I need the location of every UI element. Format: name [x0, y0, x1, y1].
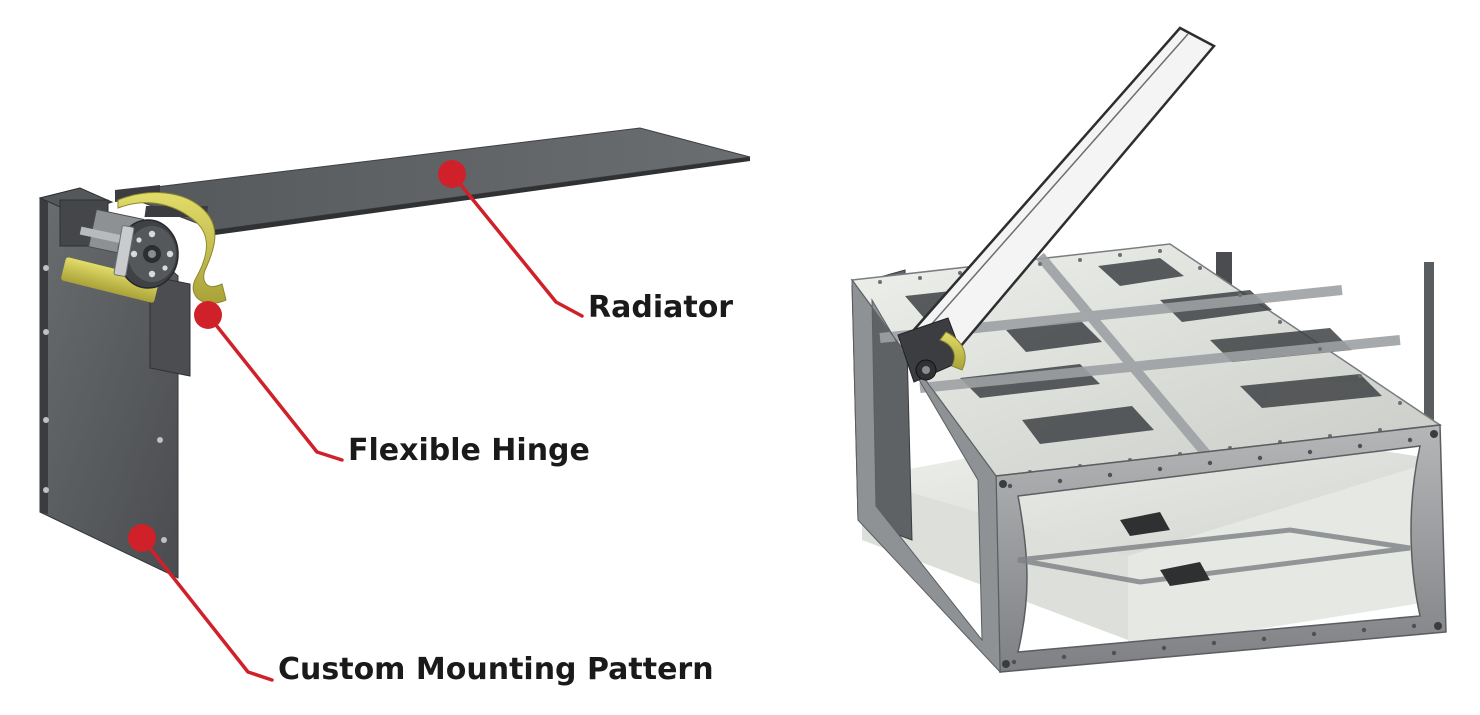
callout-line-hinge — [206, 313, 344, 462]
callout-dot-radiator — [438, 160, 466, 188]
hinge-bar — [61, 257, 159, 303]
callout-dot-hinge — [194, 301, 222, 329]
callout-label-flexible-hinge: Flexible Hinge — [348, 433, 590, 468]
callout-label-radiator: Radiator — [588, 290, 734, 325]
flexible-hinge-material — [117, 192, 227, 304]
callout-label-mounting-pattern: Custom Mounting Pattern — [278, 652, 714, 687]
callout-line-radiator — [450, 172, 584, 318]
callout-line-mounting — [140, 536, 274, 682]
spacecraft-chassis-illustration — [850, 26, 1447, 674]
callout-dot-mounting — [128, 524, 156, 552]
radiator-panel — [114, 127, 751, 231]
radiator-assembly-illustration — [38, 127, 751, 682]
